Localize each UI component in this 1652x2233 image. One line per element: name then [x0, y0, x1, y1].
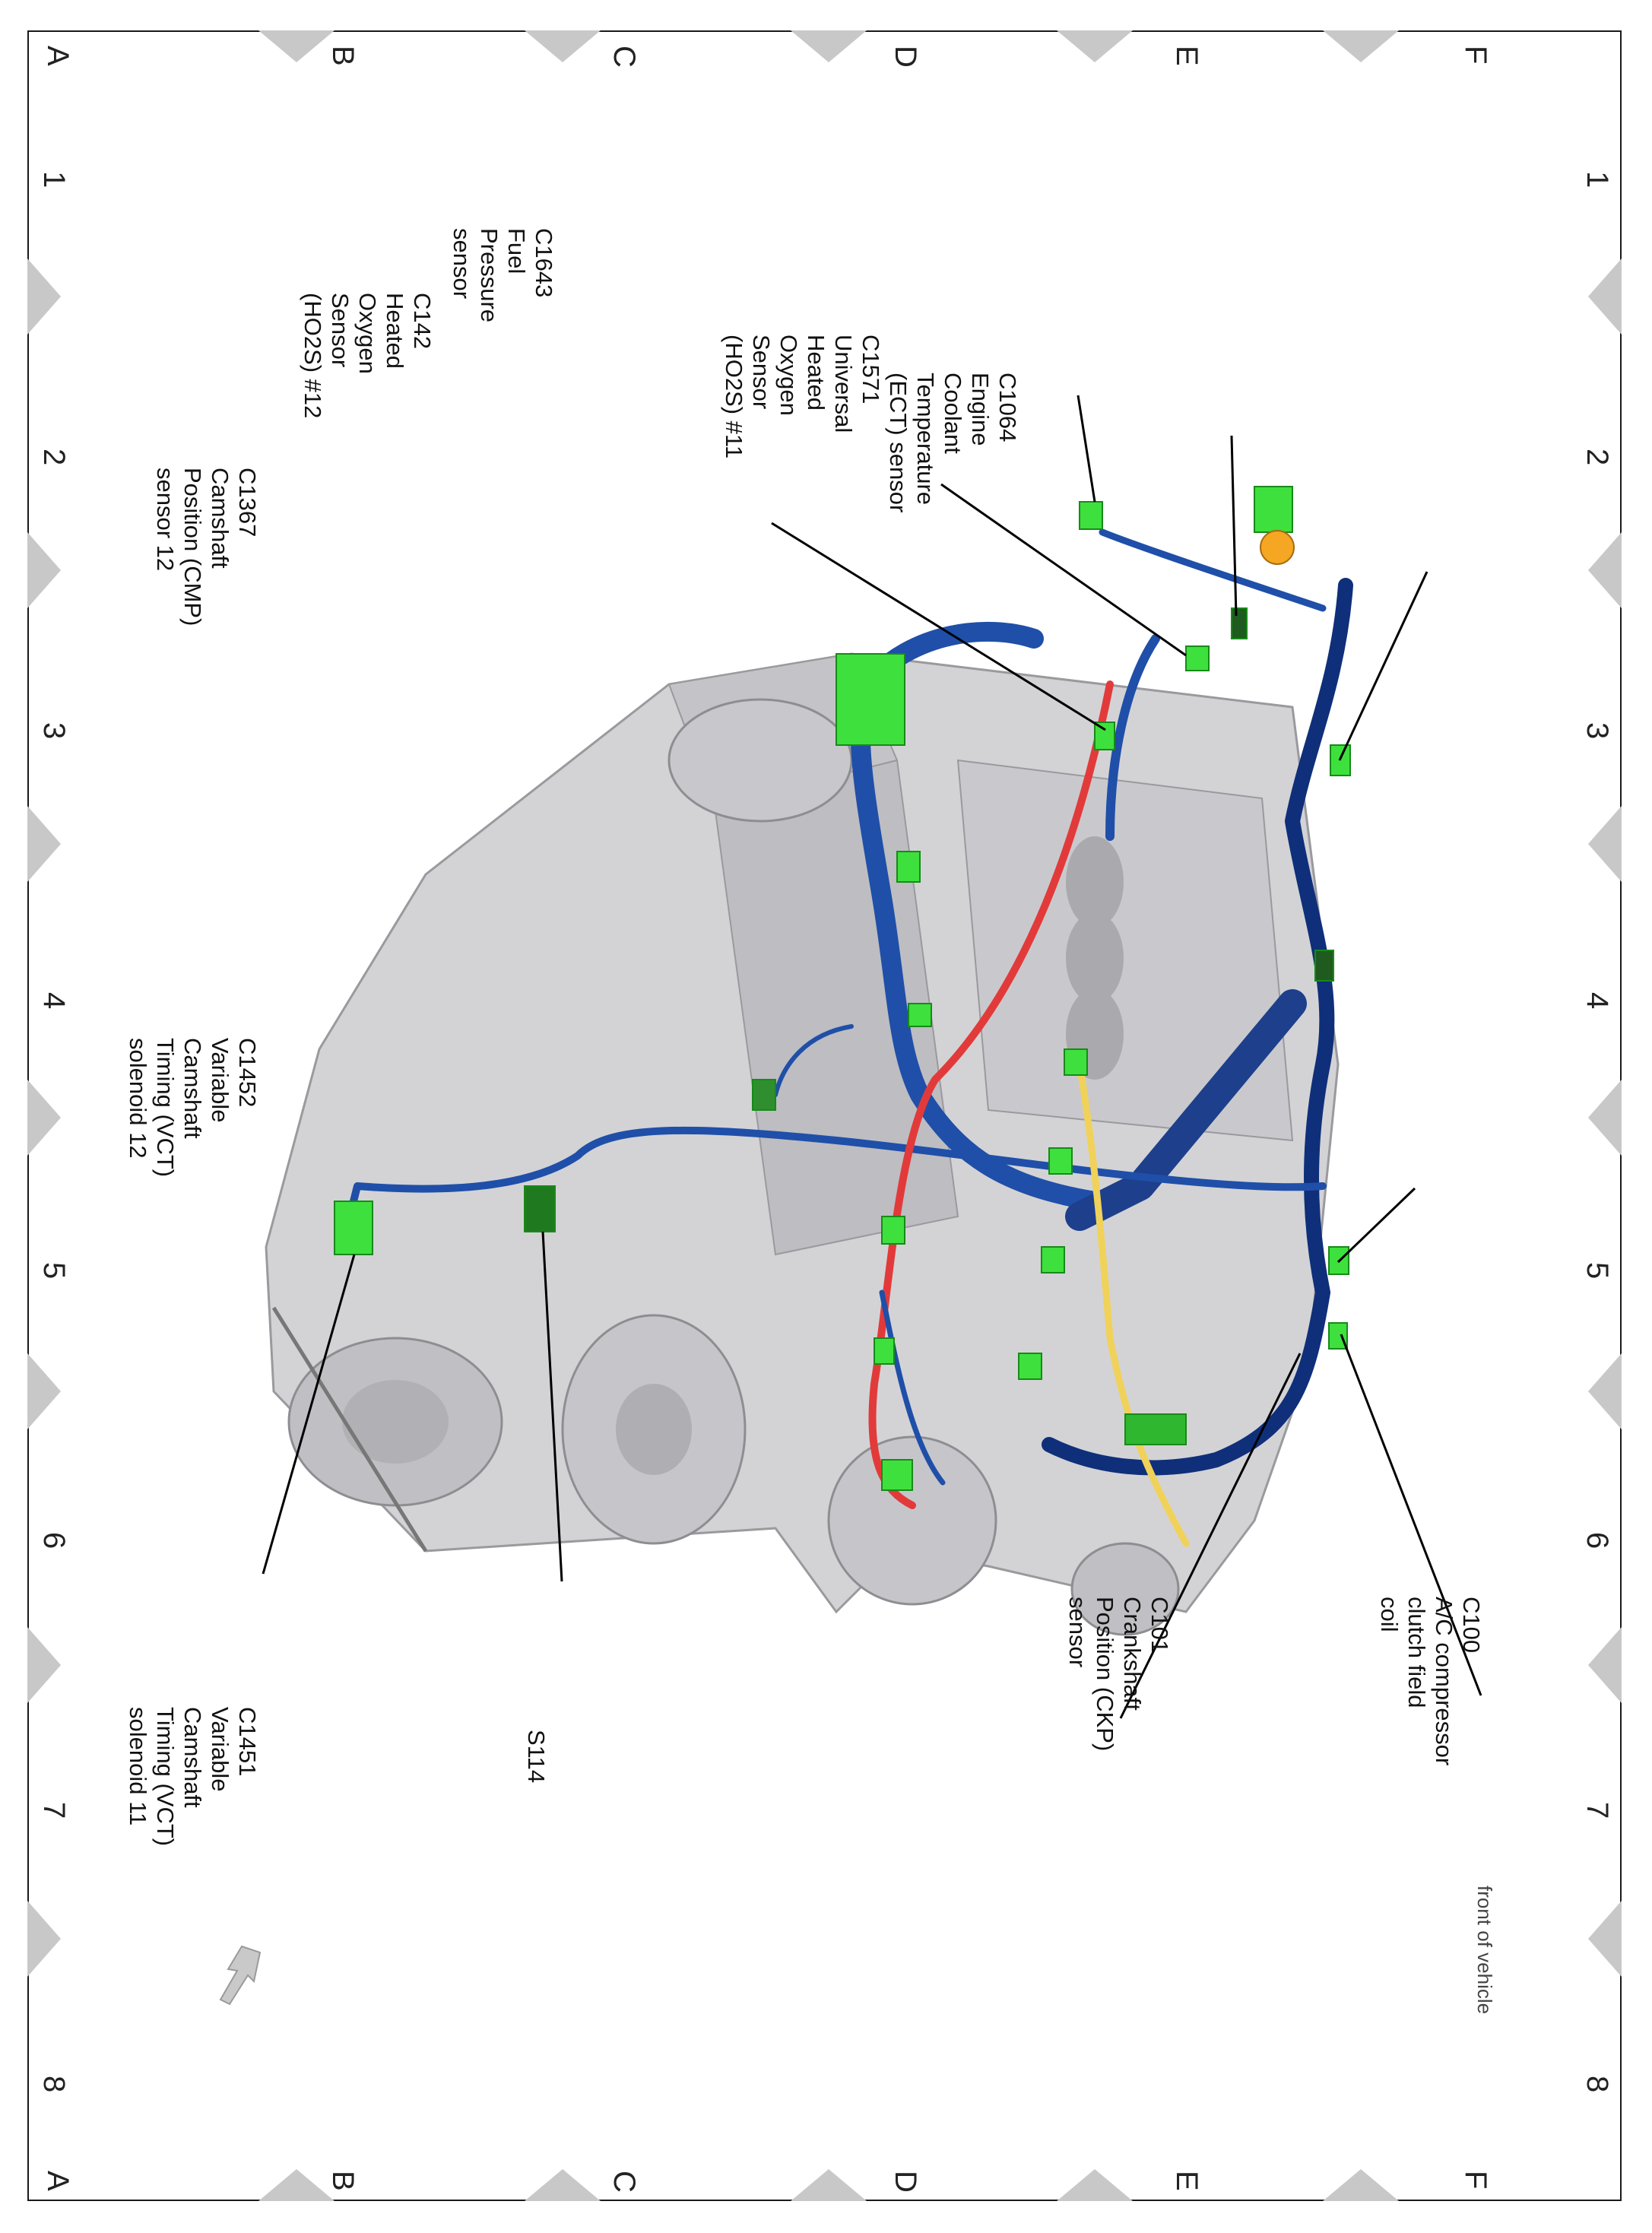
callout-c1452: C1452 Variable Camshaft Timing (VCT) sol…: [125, 1038, 261, 1178]
grid-row-a: A: [41, 46, 75, 66]
grid-row-b: B: [326, 46, 360, 66]
grid-col-8: 8: [37, 2076, 71, 2093]
grid-col-3-end: 3: [1581, 722, 1614, 740]
grid-row-c: C: [607, 46, 641, 68]
grid-col-7-end: 7: [1581, 1802, 1614, 1819]
grid-row-d-end: D: [889, 2171, 922, 2193]
grid-col-4: 4: [37, 992, 71, 1010]
wiring-harnesses: [346, 528, 1353, 1547]
grid-col-5-end: 5: [1581, 1262, 1614, 1280]
grid-col-5: 5: [37, 1262, 71, 1280]
callout-c1451: C1451 Variable Camshaft Timing (VCT) sol…: [125, 1707, 261, 1847]
callout-c1643: C1643 Fuel Pressure sensor: [449, 228, 557, 323]
edge-markers: [27, 30, 1622, 2201]
callout-c1367: C1367 Camshaft Position (CMP) sensor 12: [152, 468, 261, 626]
callout-c1064: C1064 Engine Coolant Temperature (ECT) s…: [885, 373, 1021, 513]
connectors: [334, 486, 1351, 1491]
grid-row-c-end: C: [607, 2171, 641, 2193]
grid-col-8-end: 8: [1581, 2076, 1614, 2093]
grid-row-f: F: [1459, 46, 1492, 65]
grid-row-d: D: [889, 46, 922, 68]
grid-row-e: E: [1170, 46, 1203, 66]
grid-col-4-end: 4: [1581, 992, 1614, 1010]
grid-row-b-end: B: [326, 2171, 360, 2191]
callout-c101: C101 Crankshaft Position (CKP) sensor: [1064, 1597, 1173, 1752]
grid-row-e-end: E: [1170, 2171, 1203, 2191]
grid-col-3: 3: [37, 722, 71, 740]
grid-col-2: 2: [37, 449, 71, 466]
callout-s114: S114: [523, 1730, 550, 1784]
front-arrow-icon: [219, 1945, 262, 2006]
grid-col-1-end: 1: [1581, 171, 1614, 189]
callout-c142: C142 Heated Oxygen Sensor (HO2S) #12: [300, 293, 436, 419]
callout-c100: C100 A/C compressor clutch field coil: [1376, 1597, 1485, 1766]
callout-c1571: C1571 Universal Heated Oxygen Sensor (HO…: [721, 335, 884, 459]
grid-col-2-end: 2: [1581, 449, 1614, 466]
leader-lines: [262, 395, 1482, 1719]
grid-col-6: 6: [37, 1532, 71, 1549]
grid-row-a-end: A: [41, 2171, 75, 2191]
grid-col-6-end: 6: [1581, 1532, 1614, 1549]
grid-col-1: 1: [37, 171, 71, 189]
grid-col-7: 7: [37, 1802, 71, 1819]
front-of-vehicle-label: front of vehicle: [1473, 1886, 1496, 2015]
grid-row-f-end: F: [1459, 2171, 1492, 2190]
